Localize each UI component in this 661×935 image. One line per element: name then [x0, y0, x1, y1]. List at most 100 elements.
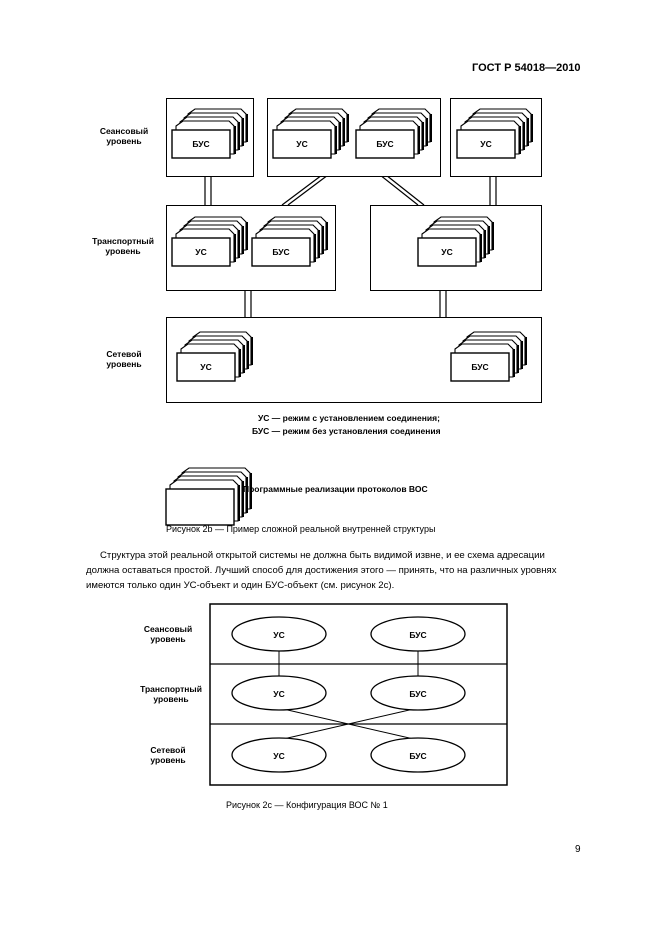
page-number: 9 [575, 844, 581, 855]
fig2c-level-session: Сеансовый уровень [143, 624, 193, 644]
stack-front-box [355, 129, 415, 159]
oval-label-network-right: БУС [409, 751, 426, 761]
stack-s3: УС [456, 108, 538, 164]
stack-layer-shadow [521, 341, 523, 369]
stack-layer-shadow [343, 118, 345, 146]
stack-label: БУС [272, 247, 289, 257]
oval-transport-right [370, 675, 466, 711]
stack-layer-shadow [246, 114, 248, 142]
stack-layer-shadow [238, 230, 240, 258]
stack-s1: БУС [171, 108, 253, 164]
stack-s2b: БУС [355, 108, 437, 164]
figure-2b-legend: УС — режим с установлением соединения; Б… [252, 412, 441, 438]
stack-layer-shadow [247, 341, 249, 369]
stack-layer-shadow [519, 126, 521, 154]
stack-layer-shadow [322, 226, 324, 254]
stack-label: УС [480, 139, 491, 149]
key-label: Программные реализации протоколов ВОС [243, 484, 428, 494]
oval-label-session-right: БУС [409, 630, 426, 640]
stack-n1: УС [176, 331, 258, 387]
stack-layer-shadow [513, 349, 515, 377]
stack-layer-shadow [426, 118, 428, 146]
stack-t1a: УС [171, 216, 253, 272]
legend-line-1: УС — режим с установлением соединения; [258, 413, 440, 423]
oval-session-left [231, 616, 327, 652]
figure-2c-diagram: УС БУС УС БУС УС БУС [209, 603, 508, 786]
stack-front-box [165, 488, 235, 526]
body-paragraph: Структура этой реальной открытой системы… [86, 548, 596, 593]
stack-key [165, 467, 257, 531]
stack-label: БУС [376, 139, 393, 149]
paragraph-line-3: имеются только один УС-объект и один БУС… [86, 580, 395, 591]
stack-layer-shadow [492, 222, 494, 250]
stack-layer-shadow [527, 118, 529, 146]
stack-layer-shadow [488, 226, 490, 254]
stack-layer-shadow [326, 222, 328, 250]
oval-label-network-left: УС [273, 751, 284, 761]
stack-layer-shadow [523, 122, 525, 150]
stack-layer-shadow [242, 118, 244, 146]
stack-label: УС [200, 362, 211, 372]
stack-layer-shadow [480, 234, 482, 262]
document-id: ГОСТ Р 54018—2010 [472, 62, 581, 74]
fig2c-level-transport: Транспортный уровень [140, 684, 202, 704]
stack-layer-shadow [418, 126, 420, 154]
stack-layer-shadow [246, 477, 248, 513]
stack-label: УС [296, 139, 307, 149]
oval-network-left [231, 737, 327, 773]
stack-front-box [171, 237, 231, 267]
oval-session-right [370, 616, 466, 652]
stack-t2: УС [417, 216, 499, 272]
fig2c-level-network: Сетевой уровень [150, 745, 186, 765]
stack-layer-shadow [234, 126, 236, 154]
level-label-session: Сеансовый уровень [99, 126, 149, 146]
paragraph-line-2: должна оставаться простой. Лучший способ… [86, 565, 557, 576]
stack-layer-shadow [250, 473, 252, 509]
figure-2c-caption: Рисунок 2с — Конфигурация ВОС № 1 [226, 800, 388, 810]
stack-layer-shadow [531, 114, 533, 142]
stack-layer-shadow [339, 122, 341, 150]
stack-layer-shadow [430, 114, 432, 142]
oval-network-right [370, 737, 466, 773]
stack-layer-shadow [234, 234, 236, 262]
stack-label: БУС [192, 139, 209, 149]
oval-transport-left [231, 675, 327, 711]
fig2c-cross-link-2 [278, 707, 419, 741]
figure-2b-connectors [204, 174, 497, 317]
stack-layer-shadow [251, 337, 253, 365]
oval-label-transport-left: УС [273, 689, 284, 699]
stack-front-box [272, 129, 332, 159]
stack-layer-shadow [335, 126, 337, 154]
stack-t1b: БУС [251, 216, 333, 272]
stack-front-box [417, 237, 477, 267]
level-label-transport: Транспортный уровень [92, 236, 154, 256]
stack-layer-shadow [239, 349, 241, 377]
stack-layer-shadow [314, 234, 316, 262]
legend-line-2: БУС — режим без установления соединения [252, 426, 441, 436]
stack-layer-shadow [246, 222, 248, 250]
stack-label: БУС [471, 362, 488, 372]
stack-s2a: УС [272, 108, 354, 164]
figure-2b-caption: Рисунок 2b — Пример сложной реальной вну… [166, 524, 436, 534]
stack-label: УС [441, 247, 452, 257]
stack-layer-shadow [243, 345, 245, 373]
stack-layer-shadow [517, 345, 519, 373]
oval-label-transport-right: БУС [409, 689, 426, 699]
stack-layer-shadow [347, 114, 349, 142]
oval-label-session-left: УС [273, 630, 284, 640]
level-label-network: Сетевой уровень [106, 349, 142, 369]
stack-layer-shadow [238, 485, 240, 521]
stack-label: УС [195, 247, 206, 257]
stack-front-box [251, 237, 311, 267]
stack-front-box [171, 129, 231, 159]
paragraph-line-1: Структура этой реальной открытой системы… [100, 550, 545, 561]
stack-front-box [176, 352, 236, 382]
stack-layer-shadow [484, 230, 486, 258]
stack-layer-shadow [242, 481, 244, 517]
stack-n2: БУС [450, 331, 532, 387]
stack-layer-shadow [525, 337, 527, 365]
stack-layer-shadow [422, 122, 424, 150]
stack-layer-shadow [318, 230, 320, 258]
stack-layer-shadow [238, 122, 240, 150]
stack-front-box [450, 352, 510, 382]
